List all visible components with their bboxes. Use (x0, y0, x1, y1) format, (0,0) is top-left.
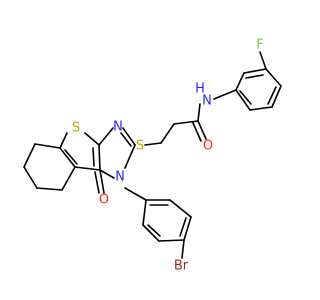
atom-label-amide-hydrogen: H (195, 82, 205, 97)
atom-label-amide-nitrogen: N (202, 94, 212, 109)
bond (169, 199, 192, 218)
bond (235, 89, 251, 111)
atom-label-ring-nitrogen-upper: N (113, 120, 123, 135)
molecule-structure: F H N O S S N N O Br (23, 38, 282, 274)
bond (124, 187, 147, 201)
bond (64, 149, 78, 165)
bond (99, 169, 115, 179)
bond (122, 127, 136, 146)
bond (179, 217, 187, 237)
atom-label-thioether-sulfur: S (136, 139, 144, 154)
bond (61, 166, 76, 191)
bond (84, 132, 100, 146)
bond (34, 143, 61, 149)
bond (197, 120, 207, 140)
bond (197, 103, 201, 122)
bond (142, 199, 147, 226)
atom-labels: F H N O S S N N O Br (72, 38, 264, 274)
bond (183, 216, 192, 241)
bond (99, 169, 105, 194)
bond (120, 132, 132, 147)
bond (23, 166, 38, 189)
bond (98, 127, 114, 146)
bond (181, 239, 185, 259)
bond (245, 74, 264, 79)
bond (192, 122, 202, 142)
bond (243, 68, 267, 74)
bond (59, 132, 68, 149)
bond (235, 72, 245, 91)
bond (74, 166, 101, 171)
bond (271, 85, 282, 108)
bond (124, 144, 136, 169)
bond (259, 51, 267, 70)
atom-label-amide-oxygen: O (203, 139, 213, 154)
bonds (23, 51, 282, 259)
atom-label-ring-nitrogen-lower: N (115, 170, 125, 185)
bond (265, 68, 282, 87)
bond (94, 171, 100, 194)
bond (173, 120, 199, 125)
atom-label-bromine: Br (174, 259, 189, 274)
bond (249, 106, 273, 111)
bond (23, 143, 36, 168)
bond (98, 144, 101, 171)
bond (239, 90, 252, 105)
atom-label-ring-oxygen: O (99, 193, 109, 208)
bond (160, 123, 175, 144)
bond (142, 224, 160, 242)
atom-label-thiophene-sulfur: S (72, 121, 80, 136)
atom-label-fluorine: F (256, 38, 263, 53)
bond (59, 147, 76, 168)
bond (267, 86, 277, 105)
bond (92, 147, 95, 167)
bond (147, 224, 161, 237)
bond (213, 89, 237, 100)
bond (158, 239, 185, 242)
bond (144, 142, 162, 146)
bond (36, 187, 63, 191)
molecule-canvas: F H N O S S N N O Br (23, 38, 282, 274)
